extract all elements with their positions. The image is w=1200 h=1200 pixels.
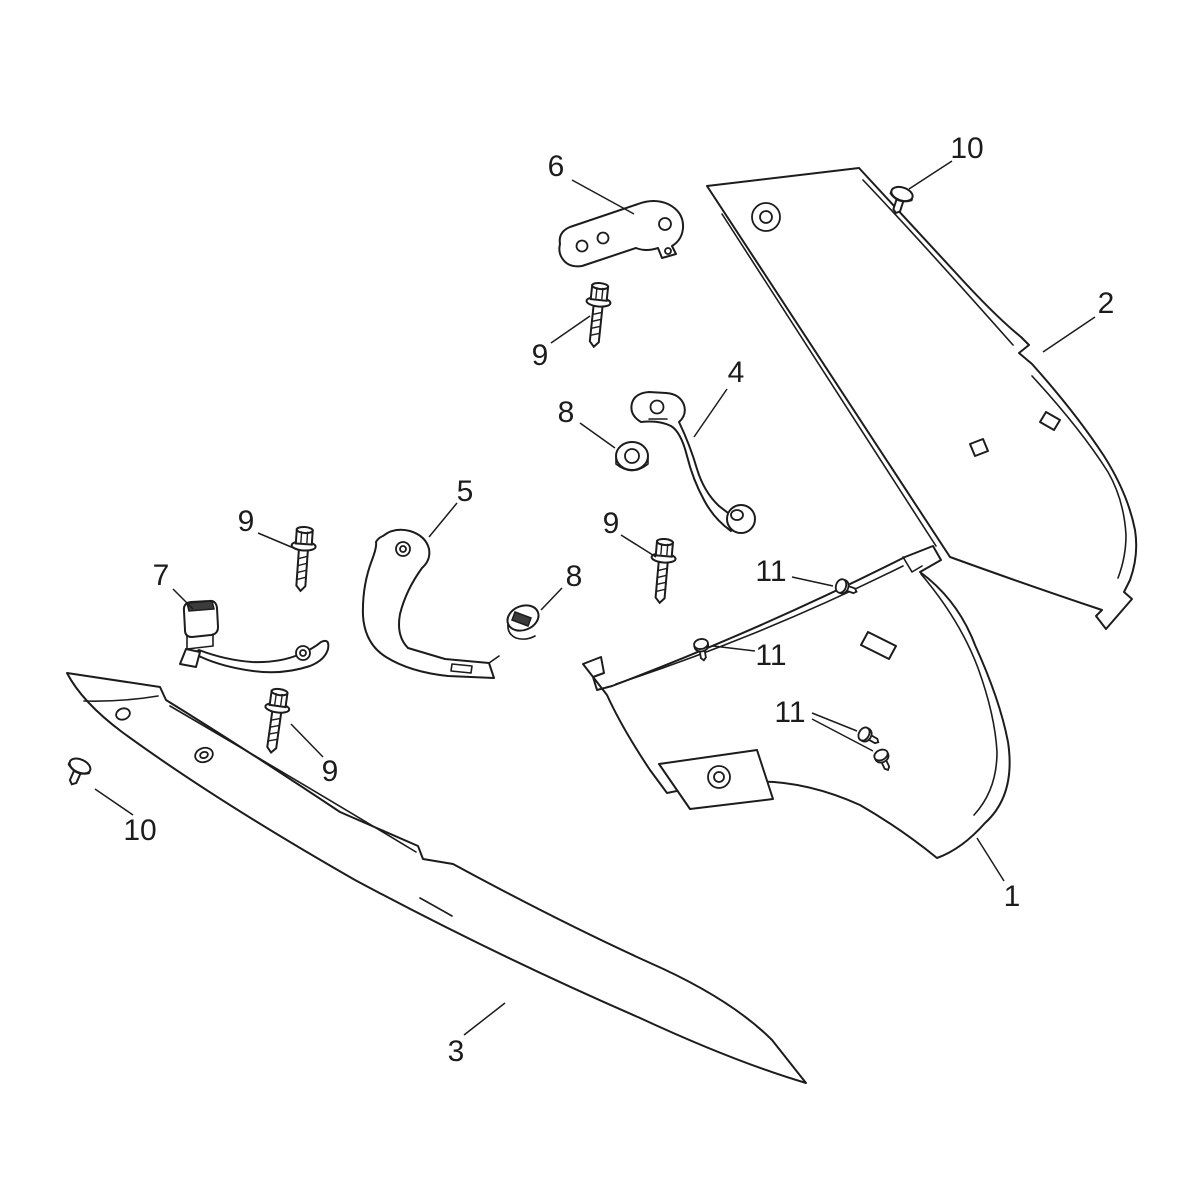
part-4-pad-hole — [649, 399, 665, 415]
part-2-outline — [706, 167, 1138, 630]
part-2-clip-tab — [1039, 411, 1061, 431]
leader-1 — [976, 837, 1005, 882]
part-7-bracket — [179, 599, 330, 674]
part-1-bellypan — [582, 545, 1011, 859]
callout-11-a: 11 — [755, 555, 786, 588]
part-3-outline — [66, 672, 807, 1084]
callout-7: 7 — [153, 559, 170, 592]
part-8-upper-rim — [615, 457, 649, 472]
leader-9-center — [620, 534, 657, 558]
leader-10-bottom — [94, 788, 134, 816]
part-4-boss-bore — [730, 509, 744, 521]
leader-10-top — [908, 160, 953, 190]
bolt-9-top — [580, 280, 614, 349]
part-6-outline — [558, 200, 685, 268]
callout-labels: 6 10 2 9 4 8 5 9 9 11 7 8 11 11 9 10 1 3 — [123, 132, 1114, 1068]
part-7-pad-hole-inner — [299, 649, 307, 657]
part-4-bracket — [630, 391, 756, 534]
bolt-9-bottom — [258, 686, 293, 756]
callout-8-lower: 8 — [566, 560, 583, 593]
callout-8-upper: 8 — [558, 396, 575, 429]
part-2-grommet-hole-inner — [759, 210, 773, 224]
part-6-tab-hole — [664, 247, 672, 255]
leader-3 — [463, 1002, 506, 1036]
leader-8-upper — [579, 422, 616, 449]
part-1-slot — [860, 631, 897, 660]
part-3-hole-small — [115, 707, 131, 721]
part-5-bracket — [361, 528, 500, 679]
leader-8-lower — [540, 587, 563, 611]
callout-10-bottom: 10 — [123, 814, 156, 847]
leader-9-top — [550, 315, 591, 344]
callout-1: 1 — [1004, 880, 1021, 913]
bolt-9-center — [646, 537, 679, 605]
part-8-upper-bore — [624, 448, 640, 464]
bolt-9-left — [287, 525, 318, 593]
callout-5: 5 — [457, 475, 474, 508]
callout-9-left: 9 — [238, 505, 255, 538]
callout-9-top: 9 — [532, 339, 549, 372]
part-8-grommet-lower — [506, 604, 540, 640]
part-1-mount-hole-inner — [713, 771, 725, 783]
part-7-foot — [179, 648, 201, 668]
callout-2: 2 — [1098, 287, 1115, 320]
leader-11-a — [791, 576, 834, 587]
part-6-hole-1 — [575, 239, 589, 253]
part-2-square-hole — [969, 438, 989, 457]
leader-lines — [94, 160, 1096, 1036]
callout-11-c: 11 — [774, 696, 805, 729]
leader-6 — [571, 179, 635, 215]
leader-9-bottom — [290, 723, 324, 758]
part-3-fold-lines — [83, 695, 453, 917]
part-5-pad-hole-inner — [399, 545, 407, 553]
leader-7 — [172, 588, 194, 610]
leader-11-c — [811, 712, 858, 732]
part-5-outline — [361, 528, 495, 679]
part-3-hole-large-inner — [199, 750, 209, 760]
leader-11-d — [811, 718, 874, 752]
leader-4 — [693, 388, 728, 438]
part-3-side-panel — [66, 672, 807, 1084]
leader-9-left — [257, 532, 297, 550]
callout-4: 4 — [728, 356, 745, 389]
part-1-fold-lines — [615, 556, 998, 816]
callout-10-top: 10 — [950, 132, 983, 165]
callout-3: 3 — [448, 1035, 465, 1068]
part-8-lower-rim — [507, 623, 536, 640]
part-7-arm — [195, 639, 330, 674]
leader-5 — [428, 502, 458, 538]
part-2-fold-lines — [721, 179, 1127, 579]
callout-11-b: 11 — [755, 639, 786, 672]
screw-10-bottom — [60, 754, 94, 790]
part-8-lower-slot — [511, 611, 532, 627]
part-2-side-panel — [706, 167, 1138, 630]
part-7-rubber-top — [186, 600, 215, 612]
part-7-base-lines — [186, 633, 214, 650]
part-6-hole-2 — [596, 231, 610, 245]
part-6-roll-bore — [658, 217, 672, 231]
leader-2 — [1042, 316, 1096, 353]
callout-9-bottom: 9 — [322, 755, 339, 788]
callout-9-center: 9 — [603, 507, 620, 540]
leader-11-b — [712, 645, 756, 652]
part-6-bracket — [558, 200, 685, 268]
part-8-grommet-upper — [615, 441, 649, 472]
part-5-foot-slot — [450, 655, 500, 674]
callout-6: 6 — [548, 150, 565, 183]
